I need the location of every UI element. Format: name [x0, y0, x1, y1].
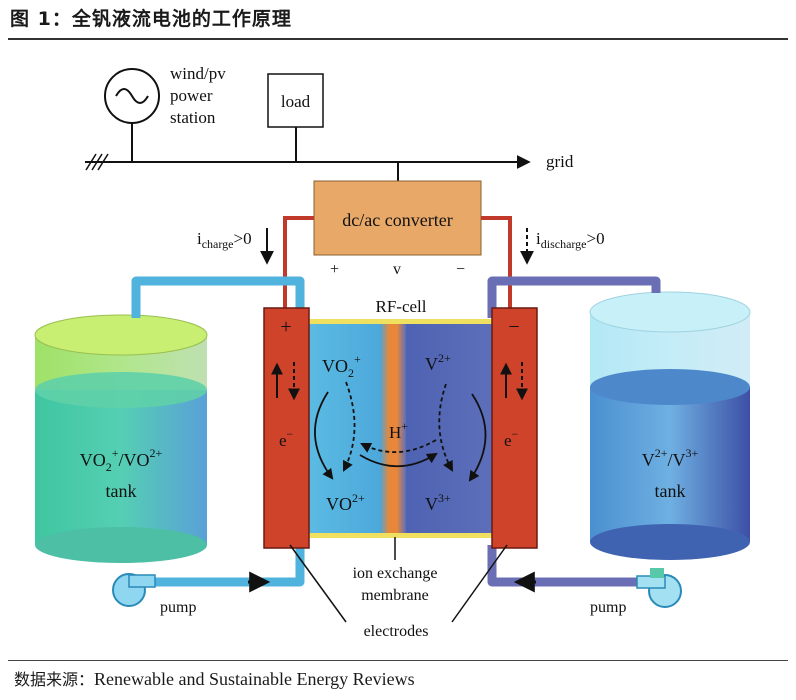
charge-current: icharge>0 — [197, 228, 274, 265]
electron-left: e− — [279, 427, 294, 450]
right-pump: pump — [590, 568, 682, 616]
ion-labels: VO2+ VO2+ V2+ V3+ H+ — [322, 351, 451, 514]
sine-wave-icon — [115, 88, 149, 104]
left-tank-label-2: tank — [106, 481, 137, 501]
i-discharge-label: idischarge>0 — [536, 229, 605, 251]
source-label: 数据来源： — [14, 670, 95, 689]
power-station-label-2: power — [170, 86, 213, 105]
right-tank-label-2: tank — [655, 481, 686, 501]
left-tank-label-1: VO2+/VO2+ — [80, 446, 163, 474]
negative-electrode: − e− — [491, 307, 538, 549]
left-pump-label: pump — [160, 599, 196, 616]
right-tank-label-1: V2+/V3+ — [642, 446, 699, 470]
terminal-plus-label: + — [330, 261, 339, 278]
dc-ac-converter: dc/ac converter — [313, 180, 482, 256]
rf-cell-label: RF-cell — [376, 297, 427, 316]
i-charge-label: icharge>0 — [197, 229, 252, 251]
electrode-minus-sign: − — [508, 316, 519, 338]
positive-electrode: + e− — [263, 307, 310, 549]
load-box: load — [267, 73, 324, 162]
reaction-arrows — [314, 381, 487, 482]
ion-v-3plus: V3+ — [425, 491, 451, 514]
ion-vo-2plus: VO2+ — [326, 491, 365, 514]
left-pump: pump — [112, 573, 196, 616]
grid-line: grid — [85, 152, 574, 181]
voltage-label: v — [393, 261, 401, 278]
right-pipes — [487, 276, 661, 587]
electrode-plus-sign: + — [280, 316, 291, 338]
electron-right: e− — [504, 427, 519, 450]
load-label: load — [281, 92, 311, 111]
source-divider — [8, 660, 788, 661]
terminal-minus-label: − — [456, 261, 465, 278]
left-pipes — [131, 276, 305, 587]
callouts: ion exchange membrane electrodes — [289, 537, 508, 640]
power-station-label-1: wind/pv — [170, 64, 226, 83]
ion-v-2plus: V2+ — [425, 351, 451, 374]
ion-vo2-plus: VO2+ — [322, 352, 361, 380]
right-tank: V2+/V3+ tank — [589, 291, 751, 560]
rf-cell: RF-cell — [309, 297, 492, 538]
membrane-label-1: ion exchange — [353, 565, 438, 582]
converter-label: dc/ac converter — [342, 210, 452, 230]
source-text: Renewable and Sustainable Energy Reviews — [94, 669, 415, 689]
electrodes-label: electrodes — [364, 623, 429, 640]
title-divider — [8, 38, 788, 40]
discharge-current: idischarge>0 — [520, 228, 605, 265]
right-pump-label: pump — [590, 599, 626, 616]
figure-source: 数据来源：Renewable and Sustainable Energy Re… — [14, 666, 415, 690]
figure-title: 图 1：全钒液流电池的工作原理 — [10, 8, 292, 30]
power-station-label-3: station — [170, 108, 216, 127]
power-station: wind/pv power station — [104, 64, 226, 162]
grid-label: grid — [546, 152, 574, 171]
ion-h-plus: H+ — [389, 419, 408, 442]
left-tank: VO2+/VO2+ tank — [34, 314, 208, 563]
membrane-label-2: membrane — [361, 587, 429, 604]
